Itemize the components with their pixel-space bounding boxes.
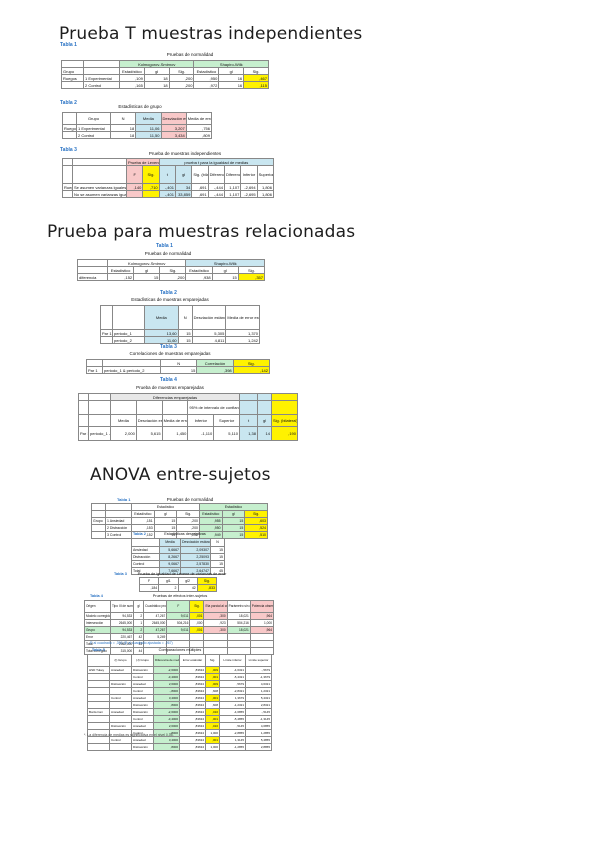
table-note: *. La diferencia de medias es significat…: [84, 733, 174, 737]
table-caption: Estadísticas descriptivas: [164, 532, 206, 536]
trel-prueba-table: Diferencias emparejadas 95% de intervalo…: [78, 393, 298, 441]
tabla-label: Tabla 4: [90, 594, 103, 598]
table-row: Control-3,4000,83634,001-5,4855-1,3145: [87, 715, 272, 723]
table-caption: Estadísticas de muestras emparejadas: [131, 297, 209, 302]
section-title-t-independientes: Prueba T muestras independientes: [59, 24, 363, 44]
section-title-muestras-relacionadas: Prueba para muestras relacionadas: [47, 222, 356, 242]
tabla-label: Tabla 3: [114, 572, 127, 576]
table-caption: Pruebas de efectos inter-sujetos: [152, 594, 208, 598]
table-caption: Pruebas de normalidad: [166, 52, 214, 57]
table-caption: Prueba de muestras emparejadas: [136, 385, 204, 390]
table-caption: Estadísticas de grupo: [118, 104, 162, 109]
tabla-label: Tabla 5: [92, 648, 105, 652]
tabla-label: Tabla 2: [160, 290, 177, 296]
table-row: RuegoSe asumen varianzas iguales ,140,71…: [62, 183, 275, 191]
tabla-label: Tabla 3: [60, 147, 77, 153]
table-row: Control-3,4000,83634,001-5,4321-1,3679: [87, 673, 272, 681]
tabla-label: Tabla 4: [160, 377, 177, 383]
tabla-label: Tabla 1: [117, 497, 131, 502]
tindep-prueba-table: Prueba de Levene de igualdad de varianza…: [62, 158, 275, 198]
table-caption: Correlaciones de muestras emparejadas: [129, 351, 211, 356]
tabla-label: Tabla 2: [133, 532, 146, 536]
tabla-label: Tabla 3: [160, 344, 177, 350]
tabla-label: Tabla 1: [156, 243, 173, 249]
tabla-label: Tabla 2: [60, 100, 77, 106]
table-caption: Prueba de muestras independientes: [148, 151, 222, 156]
table-caption: Pruebas de normalidad: [144, 251, 192, 256]
section-title-anova: ANOVA entre-sujetos: [90, 465, 271, 485]
table-caption: Prueba de igualdad de Levene de varianza…: [137, 572, 227, 576]
table-caption: Comparaciones múltiples: [158, 648, 202, 652]
tabla-label: Tabla 1: [60, 42, 77, 48]
table-note: R al cuadrado = ,300 (R al cuadrado ajus…: [90, 641, 173, 645]
table-caption: Pruebas de normalidad: [166, 497, 214, 502]
